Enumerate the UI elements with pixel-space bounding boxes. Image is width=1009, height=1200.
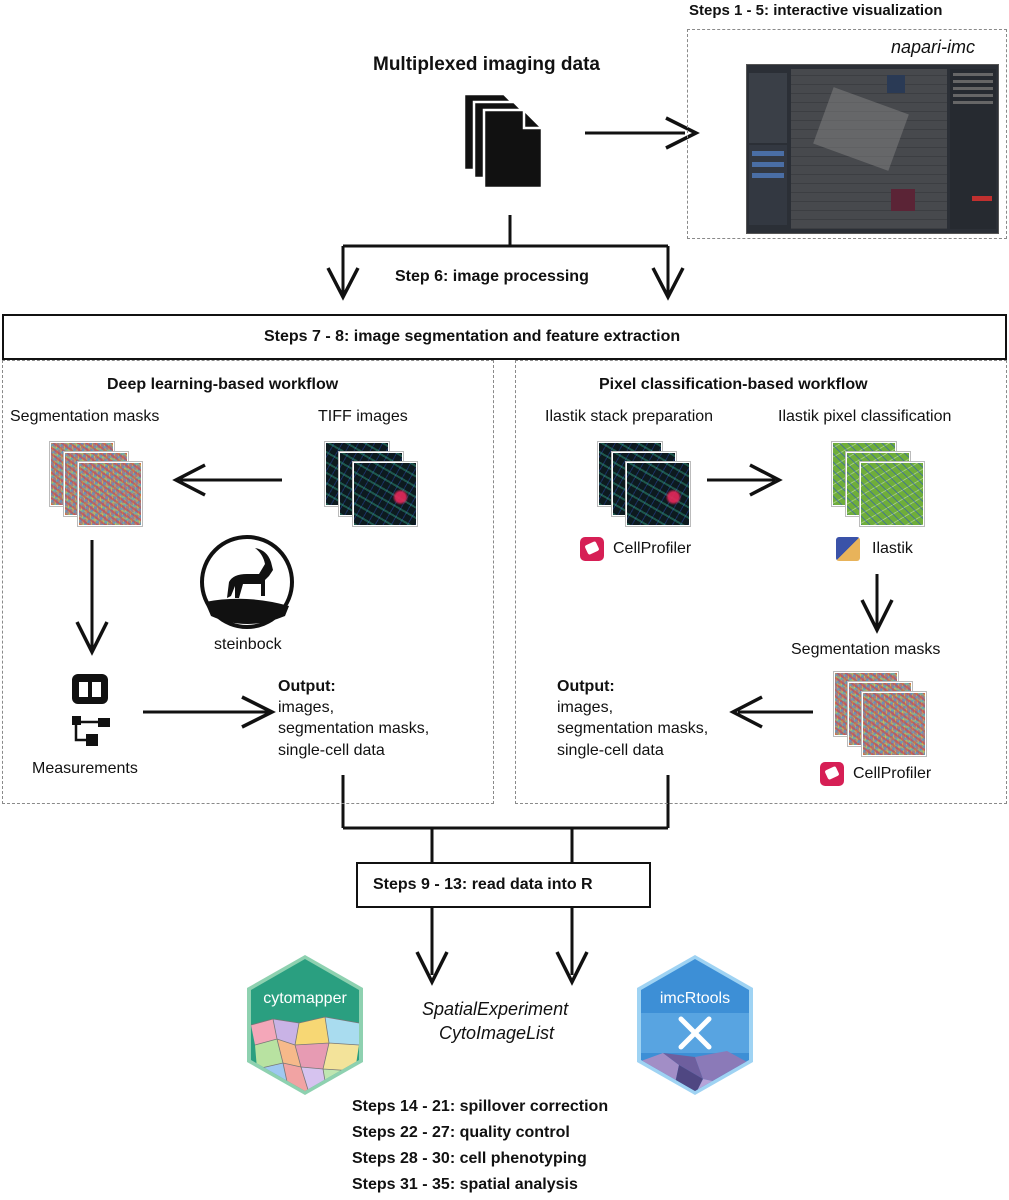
pixel-class-label: Ilastik pixel classification bbox=[778, 408, 952, 425]
tiff-label: TIFF images bbox=[318, 408, 408, 425]
pixel-prob-images bbox=[832, 442, 924, 526]
deep-seg-mask-images bbox=[50, 442, 142, 526]
tools-icon bbox=[678, 1016, 712, 1050]
deep-workflow-title: Deep learning-based workflow bbox=[107, 376, 339, 393]
later-step-3: Steps 28 - 30: cell phenotyping bbox=[352, 1150, 587, 1167]
pixel-output-line-3: single-cell data bbox=[557, 742, 664, 759]
steinbock-logo-icon bbox=[200, 535, 294, 629]
viz-tool-label: napari-imc bbox=[891, 37, 976, 57]
imcrtools-label: imcRtools bbox=[660, 990, 730, 1007]
input-title: Multiplexed imaging data bbox=[373, 54, 600, 75]
imcrtools-hex-logo: imcRtools bbox=[637, 955, 753, 1095]
measurements-label: Measurements bbox=[32, 760, 138, 777]
cytomapper-label: cytomapper bbox=[263, 990, 347, 1007]
r-object-2: CytoImageList bbox=[439, 1023, 555, 1043]
later-step-2: Steps 22 - 27: quality control bbox=[352, 1124, 570, 1141]
step7-8-header bbox=[2, 314, 1007, 360]
deep-output-line-1: images, bbox=[278, 699, 335, 716]
ilastik-label: Ilastik bbox=[872, 540, 913, 557]
stack-prep-images bbox=[598, 442, 690, 526]
stack-prep-label: Ilastik stack preparation bbox=[545, 408, 714, 425]
deep-output-label: Output: bbox=[278, 678, 336, 695]
viz-heading: Steps 1 - 5: interactive visualization bbox=[689, 2, 943, 19]
step6-label: Step 6: image processing bbox=[395, 268, 589, 285]
deep-output-line-3: single-cell data bbox=[278, 742, 385, 759]
deep-seg-masks-label: Segmentation masks bbox=[10, 408, 160, 425]
step7-8-label: Steps 7 - 8: image segmentation and feat… bbox=[264, 328, 681, 345]
cellprofiler-label: CellProfiler bbox=[613, 540, 692, 557]
pixel-output-line-1: images, bbox=[557, 699, 614, 716]
deep-output-line-2: segmentation masks, bbox=[278, 720, 430, 737]
napari-screenshot bbox=[746, 64, 999, 234]
pixel-output-line-2: segmentation masks, bbox=[557, 720, 709, 737]
pixel-seg-mask-images bbox=[834, 672, 926, 756]
documents-icon bbox=[462, 92, 544, 190]
steinbock-label: steinbock bbox=[214, 636, 282, 653]
r-object-1: SpatialExperiment bbox=[422, 999, 569, 1019]
later-step-4: Steps 31 - 35: spatial analysis bbox=[352, 1176, 578, 1193]
pixel-workflow-title: Pixel classification-based workflow bbox=[599, 376, 868, 393]
pixel-classification-box bbox=[515, 360, 1007, 804]
measurements-icon bbox=[72, 674, 110, 746]
step9-13-box bbox=[356, 862, 651, 908]
cellprofiler-icon bbox=[580, 537, 604, 561]
pixel-output-label: Output: bbox=[557, 678, 615, 695]
deep-learning-box bbox=[2, 360, 494, 804]
later-step-1: Steps 14 - 21: spillover correction bbox=[352, 1098, 609, 1115]
cellprofiler-icon-2 bbox=[820, 762, 844, 786]
tiff-images bbox=[325, 442, 417, 526]
ilastik-icon bbox=[836, 537, 860, 561]
cellprofiler-label-2: CellProfiler bbox=[853, 765, 932, 782]
step9-13-label: Steps 9 - 13: read data into R bbox=[373, 876, 593, 893]
cytomapper-hex-logo: cytomapper bbox=[247, 955, 363, 1095]
pixel-seg-masks-label: Segmentation masks bbox=[791, 641, 941, 658]
arrowhead-napari bbox=[665, 116, 700, 150]
napari-box bbox=[687, 29, 1007, 239]
